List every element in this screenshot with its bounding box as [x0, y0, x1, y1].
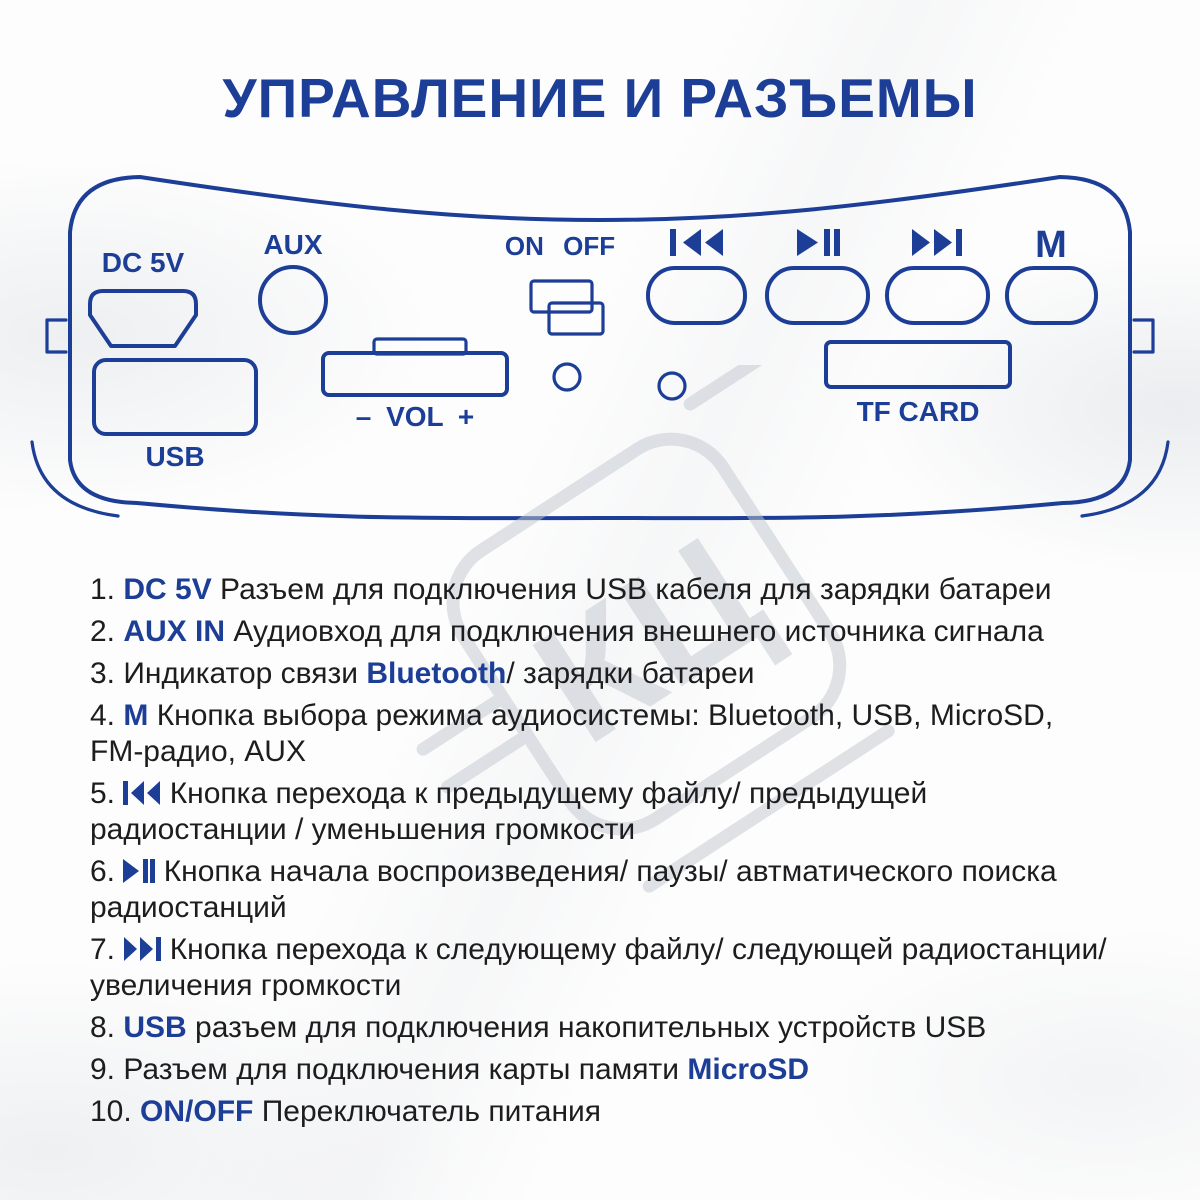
list-text: 5. [90, 777, 124, 810]
list-item: 3. Индикатор связи Bluetooth/ зарядки ба… [90, 656, 1190, 692]
list-text: Разъем для подключения USB кабеля для за… [211, 573, 1052, 606]
usb-label: USB [145, 441, 204, 472]
watermark-line [416, 694, 504, 756]
list-item: 2. AUX IN Аудиовход для подключения внеш… [90, 614, 1190, 650]
list-item: 5. Кнопка перехода к предыдущему файлу/ … [90, 776, 1190, 848]
watermark-frame [446, 432, 847, 836]
tf-card-slot [824, 340, 1012, 389]
body-curve-left [30, 440, 120, 518]
side-clip-right [1132, 318, 1155, 354]
tfcard-label: TF CARD [857, 396, 980, 427]
list-text: FM-радио, AUX [90, 735, 306, 768]
accent-term: USB [123, 1011, 187, 1044]
onoff-label: ON OFF [505, 231, 615, 261]
accent-term: DC 5V [123, 573, 212, 606]
power-switch-knob [547, 301, 605, 336]
dc5v-port [88, 289, 198, 348]
list-text: 1. [90, 573, 124, 606]
brand-watermark: КЦ [340, 350, 980, 945]
usb-port [92, 358, 258, 436]
aux-label: AUX [263, 229, 322, 260]
watermark-line [642, 724, 895, 893]
list-text: Кнопка перехода к предыдущему файлу/ пре… [161, 777, 928, 810]
prev-icon [123, 781, 161, 805]
accent-term: MicroSD [687, 1053, 810, 1086]
list-item: 8. USB разъем для подключения накопитель… [90, 1010, 1190, 1046]
feature-list: 1. DC 5V Разъем для подключения USB кабе… [90, 572, 1190, 1136]
indicator-hole [657, 371, 687, 401]
play-pause-button [765, 266, 870, 325]
list-text: 4. [90, 699, 124, 732]
list-text: 10. [90, 1095, 141, 1128]
next-icon [912, 229, 962, 256]
accent-term: AUX IN [123, 615, 226, 648]
list-text: Кнопка перехода к следующему файлу/ след… [161, 933, 1107, 966]
watermark-line [441, 732, 528, 794]
page-title: УПРАВЛЕНИЕ И РАЗЪЕМЫ [222, 67, 978, 129]
next-icon [124, 937, 162, 961]
volume-rocker [321, 351, 509, 397]
list-text: увеличения громкости [90, 969, 402, 1002]
list-text: радиостанции / уменьшения громкости [90, 813, 636, 846]
mode-label: M [1035, 224, 1067, 266]
list-item: 10. ON/OFF Переключатель питания [90, 1094, 1190, 1130]
bluetooth-indicator-led [552, 362, 582, 392]
device-diagram: DC 5V AUX USB – VOL + ON OFF M TF CARD [30, 175, 1170, 521]
play-pause-icon [123, 859, 156, 883]
aux-jack [258, 265, 328, 335]
list-text: 7. [90, 933, 124, 966]
next-button [885, 266, 990, 325]
side-clip-left [45, 318, 68, 354]
list-item: 9. Разъем для подключения карты памяти M… [90, 1052, 1190, 1088]
list-text: Кнопка выбора режима аудиосистемы: Bluet… [148, 699, 1054, 732]
accent-term: M [123, 699, 149, 732]
list-text: / зарядки батареи [506, 657, 755, 690]
body-curve-right [1080, 440, 1170, 518]
list-text: Переключатель питания [253, 1095, 602, 1128]
list-text: 2. [90, 615, 124, 648]
dc5v-label: DC 5V [102, 247, 185, 278]
brand-logo: КЦ [416, 350, 895, 893]
list-text: 9. Разъем для подключения карты памяти [90, 1053, 688, 1086]
prev-button [646, 266, 747, 325]
volume-label: – VOL + [356, 401, 475, 432]
accent-term: ON/OFF [140, 1095, 254, 1128]
list-text: 6. [90, 855, 124, 888]
list-item: 7. Кнопка перехода к следующему файлу/ с… [90, 932, 1190, 1004]
list-text: Аудиовход для подключения внешнего источ… [225, 615, 1044, 648]
list-text: 8. [90, 1011, 124, 1044]
list-item: 1. DC 5V Разъем для подключения USB кабе… [90, 572, 1190, 608]
device-outline [68, 175, 1132, 521]
play-pause-icon [797, 229, 840, 256]
list-text: разъем для подключения накопительных уст… [186, 1011, 987, 1044]
power-switch-slot [529, 279, 594, 314]
list-text: Кнопка начала воспроизведения/ паузы/ ав… [155, 855, 1057, 888]
mode-button [1005, 266, 1098, 325]
watermark-line [683, 350, 769, 411]
list-text: радиостанций [90, 891, 287, 924]
accent-term: Bluetooth [366, 657, 507, 690]
prev-icon [670, 229, 723, 256]
list-text: 3. Индикатор связи [90, 657, 367, 690]
list-item: 4. M Кнопка выбора режима аудиосистемы: … [90, 698, 1190, 770]
list-item: 6. Кнопка начала воспроизведения/ паузы/… [90, 854, 1190, 926]
